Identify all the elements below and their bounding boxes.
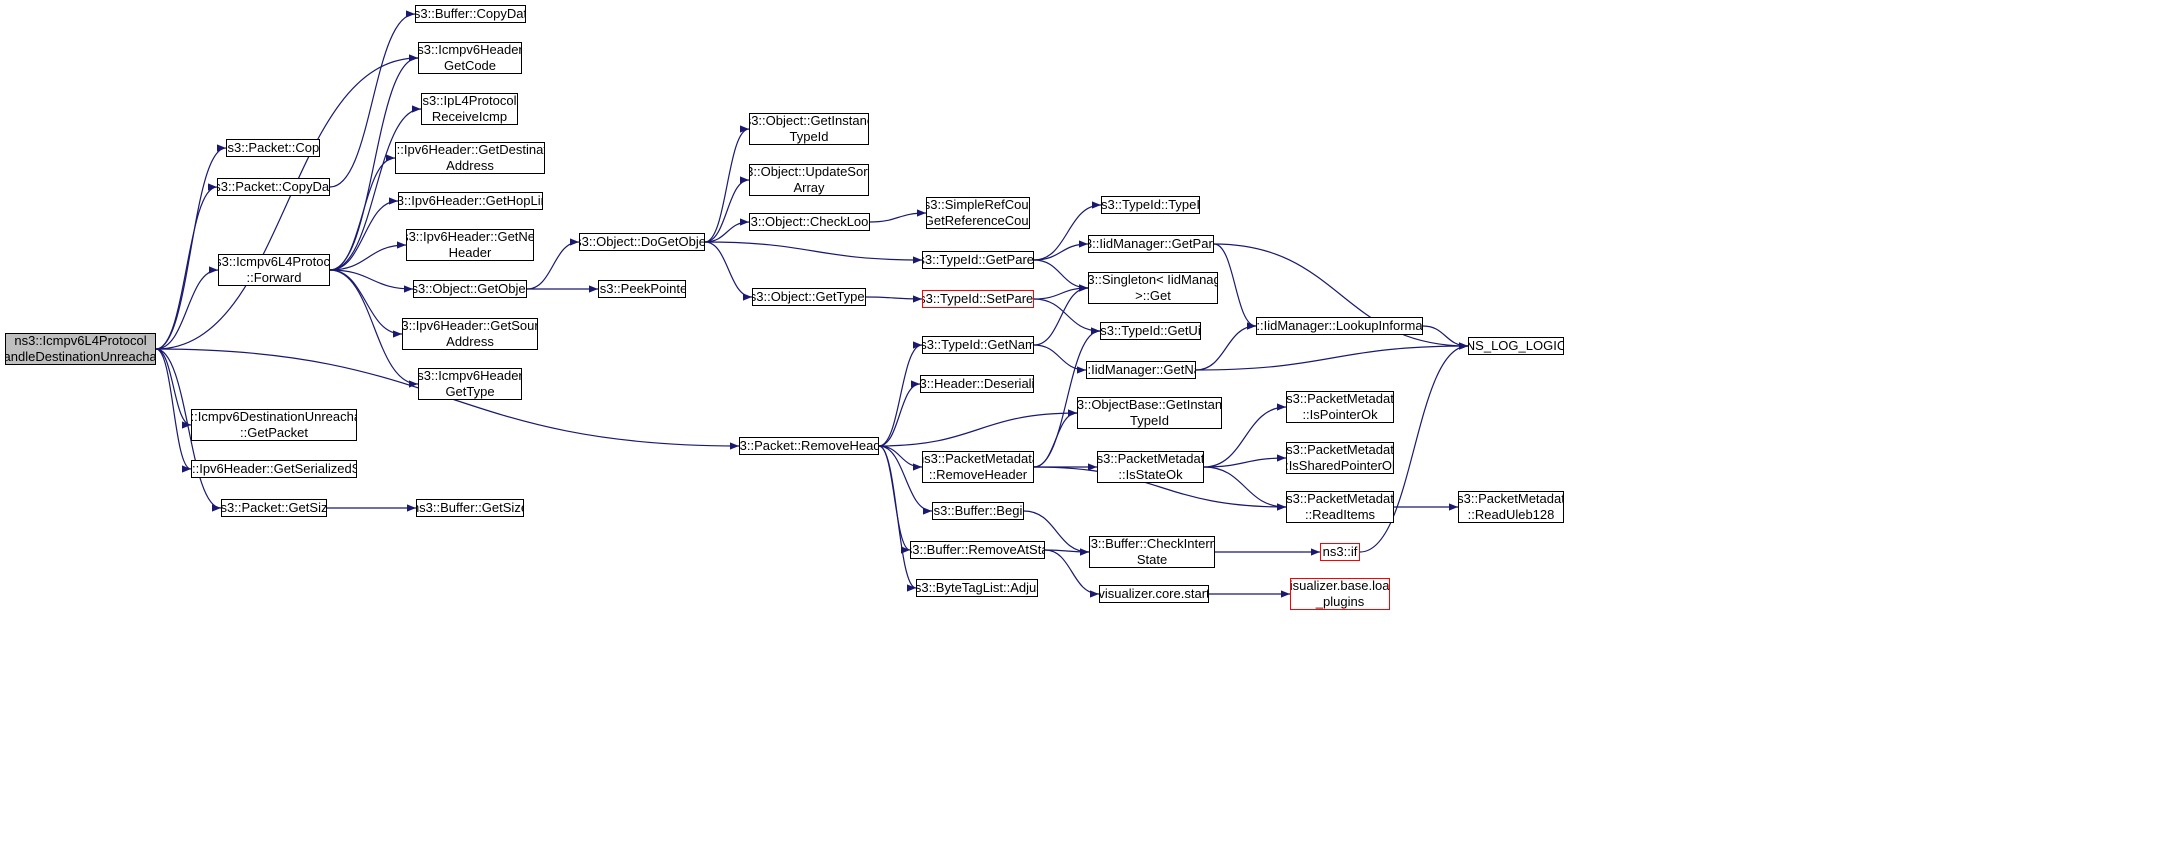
node-typeid-setparent[interactable]: ns3::TypeId::SetParent [922, 290, 1034, 308]
node-typeid-getuid[interactable]: ns3::TypeId::GetUid [1100, 322, 1201, 340]
node-header-deserialize[interactable]: ns3::Header::Deserialize [920, 375, 1034, 393]
edge-typeid_getname-to-singleton_get [1033, 284, 1089, 346]
node-visualizer-core-start[interactable]: visualizer.core.start [1099, 585, 1209, 603]
edge-pm_isstateok-to-pm_ispointerok [1203, 403, 1287, 468]
node-object-getobject[interactable]: ns3::Object::GetObject [413, 280, 527, 298]
node-ns-log-logic[interactable]: NS_LOG_LOGIC [1468, 337, 1564, 355]
edge-root-to-packet_getsize [155, 348, 222, 512]
node-packet-copydata[interactable]: ns3::Packet::CopyData [217, 178, 330, 196]
edge-iidmanager_lookup-to-ns_log_logic [1422, 325, 1469, 350]
edge-forward-to-icmpv6_gettype [329, 269, 419, 388]
node-object-checkloose[interactable]: ns3::Object::CheckLoose [749, 213, 870, 231]
node-object-updatesortedarray[interactable]: ns3::Object::UpdateSorted Array [749, 164, 869, 196]
node-packet-copy[interactable]: ns3::Packet::Copy [226, 139, 320, 157]
node-buffer-checkinternalstate[interactable]: ns3::Buffer::CheckInternal State [1089, 536, 1215, 568]
node-ipv6-gethoplimit[interactable]: ns3::Ipv6Header::GetHopLimit [398, 192, 543, 210]
node-packetmetadata-isstateok[interactable]: ns3::PacketMetadata ::IsStateOk [1097, 451, 1204, 483]
node-packetmetadata-ispointerok[interactable]: ns3::PacketMetadata ::IsPointerOk [1286, 391, 1394, 423]
edge-packet_removeheader-to-typeid_getname [878, 341, 923, 447]
edge-object_dogetobject-to-object_checkloose [704, 218, 750, 243]
edge-typeid_getname-to-iidmanager_getname [1033, 344, 1087, 374]
node-buffer-removeatstart[interactable]: ns3::Buffer::RemoveAtStart [910, 541, 1045, 559]
edge-forward-to-ipv6_getnextheader [329, 241, 407, 271]
node-destunreach-getpacket[interactable]: ns3::Icmpv6DestinationUnreachable ::GetP… [191, 409, 357, 441]
edge-typeid_getparent-to-singleton_get [1033, 259, 1089, 292]
edge-forward-to-ipv6_getdest [329, 154, 396, 271]
edge-packet_removeheader-to-objectbase_getinstancetypeid [878, 409, 1078, 447]
node-packet-getsize[interactable]: ns3::Packet::GetSize [221, 499, 327, 517]
node-typeid-getname[interactable]: ns3::TypeId::GetName [922, 336, 1034, 354]
node-object-dogetobject[interactable]: ns3::Object::DoGetObject [579, 233, 705, 251]
edge-root-to-icmpv6_getcode [155, 54, 419, 350]
edge-object_dogetobject-to-object_gettypeid [704, 241, 753, 301]
node-objectbase-getinstancetypeid[interactable]: ns3::ObjectBase::GetInstance TypeId [1077, 397, 1222, 429]
edge-root-to-forward [155, 266, 219, 350]
node-ipv6-getdestination[interactable]: ns3::Ipv6Header::GetDestination Address [395, 142, 545, 174]
edge-forward-to-object_getobject [329, 269, 414, 293]
edge-iidmanager_getparent-to-iidmanager_lookup [1213, 243, 1257, 330]
node-iidmanager-lookupinformation[interactable]: ns3::IidManager::LookupInformation [1256, 317, 1423, 335]
edge-pm_removeheader-to-pm_readitems [1033, 466, 1287, 511]
edge-root-to-packet_copydata [155, 183, 218, 350]
edge-packet_removeheader-to-header_deserialize [878, 380, 921, 447]
node-object-getinstancetypeid[interactable]: ns3::Object::GetInstance TypeId [749, 113, 869, 145]
node-ns3-if[interactable]: ns3::if [1320, 543, 1360, 561]
node-icmpv6header-getcode[interactable]: ns3::Icmpv6Header:: GetCode [418, 42, 522, 74]
node-buffer-begin[interactable]: ns3::Buffer::Begin [932, 502, 1024, 520]
node-ipv6-getsource[interactable]: ns3::Ipv6Header::GetSource Address [402, 318, 538, 350]
node-typeid-typeid[interactable]: ns3::TypeId::TypeId [1101, 196, 1200, 214]
node-icmpv6header-gettype[interactable]: ns3::Icmpv6Header:: GetType [418, 368, 522, 400]
edge-buffer_begin-to-buffer_checkinternalstate [1023, 510, 1090, 556]
node-packetmetadata-issharedpointerok[interactable]: ns3::PacketMetadata ::IsSharedPointerOk [1286, 442, 1394, 474]
node-singleton-get[interactable]: ns3::Singleton< IidManager >::Get [1088, 272, 1218, 304]
edge-iidmanager_getname-to-iidmanager_lookup [1195, 322, 1257, 371]
edge-forward-to-ipv6_getsource [329, 269, 403, 338]
edge-object_checkloose-to-simplerefcount [869, 209, 927, 223]
edge-iidmanager_getparent-to-ns_log_logic [1213, 243, 1469, 350]
edge-forward-to-ipv6_gethoplimit [329, 197, 399, 271]
node-packetmetadata-removeheader[interactable]: ns3::PacketMetadata ::RemoveHeader [922, 451, 1034, 483]
edge-buffer_removeatstart-to-visualizer_core_start [1044, 549, 1100, 598]
node-bytetaglist-adjust[interactable]: ns3::ByteTagList::Adjust [916, 579, 1038, 597]
node-ipv6-getnextheader[interactable]: ns3::Ipv6Header::GetNext Header [406, 229, 534, 261]
node-visualizer-base-load-plugins[interactable]: visualizer.base.load _plugins [1290, 578, 1390, 610]
node-buffer-copydata[interactable]: ns3::Buffer::CopyData [415, 5, 526, 23]
edge-root-to-packet_copy [155, 144, 227, 350]
node-simplerefcount-getreferencecount[interactable]: ns3::SimpleRefCount ::GetReferenceCount [926, 197, 1030, 229]
edge-root-to-ipv6_getserializedsize [155, 348, 192, 473]
edge-pm_isstateok-to-pm_readitems [1203, 466, 1287, 511]
node-iidmanager-getname[interactable]: ns3::IidManager::GetName [1086, 361, 1196, 379]
edge-packet_copydata-to-buffer_copydata [329, 10, 416, 188]
edge-typeid_getparent-to-typeid_typeid [1033, 201, 1102, 261]
edge-object_getobject-to-object_dogetobject [526, 238, 580, 290]
edge-object_gettypeid-to-typeid_setparent [865, 295, 923, 303]
edge-object_dogetobject-to-typeid_getparent [704, 241, 923, 264]
edge-forward-to-ipl4_receiveicmp [329, 105, 422, 271]
edge-pm_isstateok-to-pm_issharedpointerok [1203, 454, 1287, 468]
node-packetmetadata-readuleb128[interactable]: ns3::PacketMetadata ::ReadUleb128 [1458, 491, 1564, 523]
node-peekpointer[interactable]: ns3::PeekPointer [598, 280, 686, 298]
node-packet-removeheader[interactable]: ns3::Packet::RemoveHeader [739, 437, 879, 455]
edge-typeid_getparent-to-iidmanager_getparent [1033, 240, 1089, 261]
edge-root-to-destunreach_getpacket [155, 348, 192, 429]
node-ipl4-receiveicmp[interactable]: ns3::IpL4Protocol:: ReceiveIcmp [421, 93, 518, 125]
node-buffer-getsize[interactable]: ns3::Buffer::GetSize [416, 499, 524, 517]
node-ipv6-getserializedsize[interactable]: ns3::Ipv6Header::GetSerializedSize [191, 460, 357, 478]
node-iidmanager-getparent[interactable]: ns3::IidManager::GetParent [1088, 235, 1214, 253]
edge-packet_removeheader-to-pm_removeheader [878, 445, 923, 471]
node-icmpv6-forward[interactable]: ns3::Icmpv6L4Protocol ::Forward [218, 254, 330, 286]
edge-object_dogetobject-to-object_updatesortedarray [704, 176, 750, 243]
node-packetmetadata-readitems[interactable]: ns3::PacketMetadata ::ReadItems [1286, 491, 1394, 523]
edge-object_dogetobject-to-object_getinstancetypeid [704, 125, 750, 243]
node-handle-destination-unreachable[interactable]: ns3::Icmpv6L4Protocol ::HandleDestinatio… [5, 333, 156, 365]
edge-pm_removeheader-to-objectbase_getinstancetypeid [1033, 409, 1078, 468]
node-typeid-getparent[interactable]: ns3::TypeId::GetParent [922, 251, 1034, 269]
edge-iidmanager_getname-to-ns_log_logic [1195, 342, 1469, 371]
edge-packet_removeheader-to-bytetaglist_adjust [878, 445, 917, 592]
node-object-gettypeid[interactable]: ns3::Object::GetTypeId [752, 288, 866, 306]
edge-packet_removeheader-to-buffer_begin [878, 445, 933, 515]
edge-ns3_if-to-ns_log_logic [1359, 342, 1469, 553]
